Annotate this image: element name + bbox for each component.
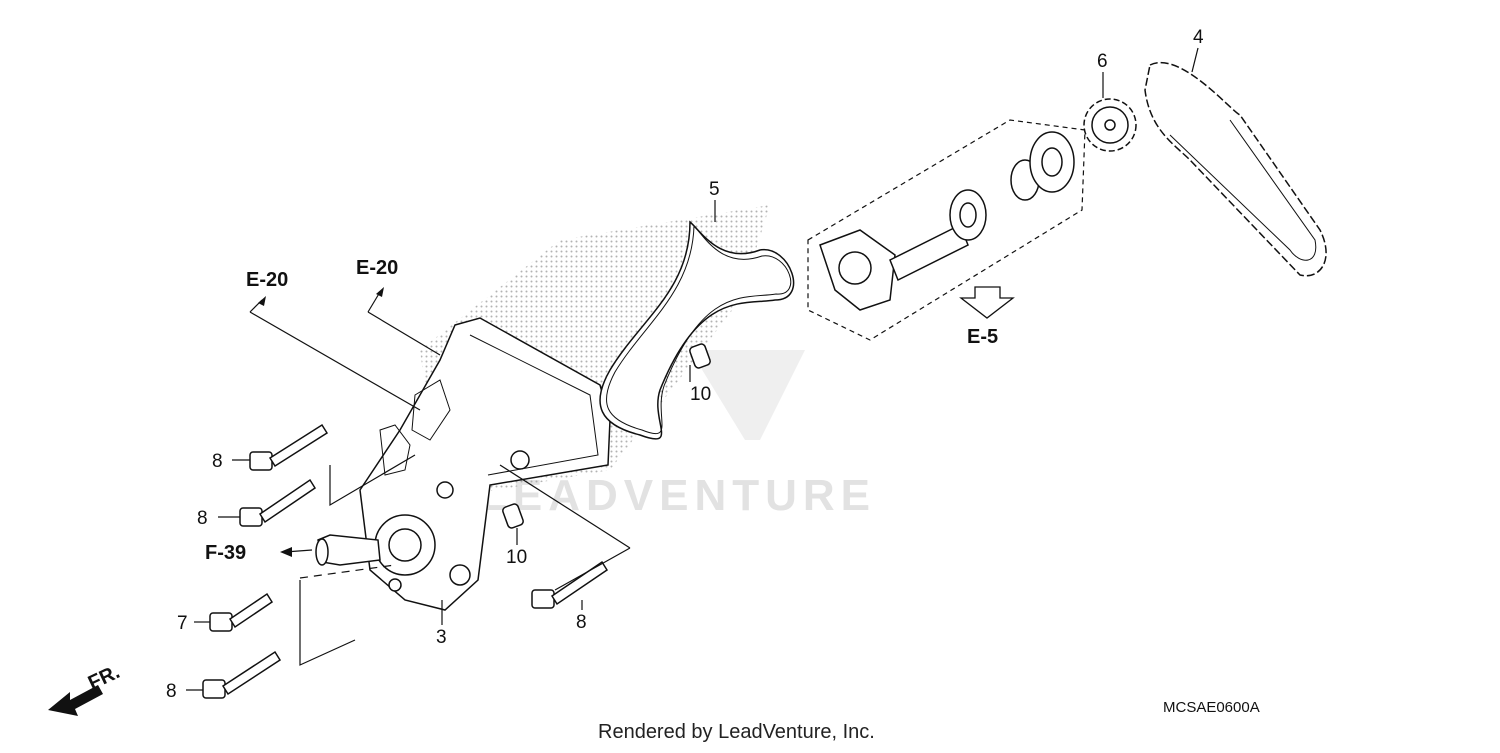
ref-e20-right[interactable]: E-20 (356, 257, 398, 279)
water-pump-body (315, 317, 611, 611)
dowel-pin-upper (689, 343, 711, 369)
o-ring-inner (606, 224, 792, 435)
ref-e20-left[interactable]: E-20 (246, 269, 288, 291)
callout-6: 6 (1097, 51, 1108, 72)
leader-lines (186, 47, 1199, 691)
bolt-7 (209, 592, 274, 632)
callout-8-mid: 8 (197, 508, 208, 529)
bolt-8-upper (249, 423, 329, 471)
ref-e5[interactable]: E-5 (967, 326, 998, 348)
front-arrow-icon (48, 685, 103, 716)
callout-5: 5 (709, 179, 720, 200)
ref-f39[interactable]: F-39 (205, 542, 246, 564)
credit-text: Rendered by LeadVenture, Inc. (598, 721, 875, 743)
bolt-8-right (531, 560, 609, 609)
sprocket (1083, 98, 1137, 152)
diagram-code: MCSAE0600A (1163, 699, 1260, 716)
callout-8-upper: 8 (212, 451, 223, 472)
direction-arrow-e5-icon (959, 286, 1015, 319)
impeller-assembly (807, 119, 1086, 341)
bolt-8-mid (239, 478, 317, 527)
assembly-box (807, 119, 1086, 341)
dowel-pin-lower (502, 503, 524, 529)
callout-8-right: 8 (576, 612, 587, 633)
callout-4: 4 (1193, 27, 1204, 48)
callout-7: 7 (177, 613, 188, 634)
bolt-8-lower (202, 650, 282, 699)
o-ring (599, 220, 795, 440)
callout-10-lower: 10 (506, 547, 527, 568)
callout-10-upper: 10 (690, 384, 711, 405)
drive-chain (1144, 61, 1327, 277)
callout-8-lower: 8 (166, 681, 177, 702)
callout-3: 3 (436, 627, 447, 648)
